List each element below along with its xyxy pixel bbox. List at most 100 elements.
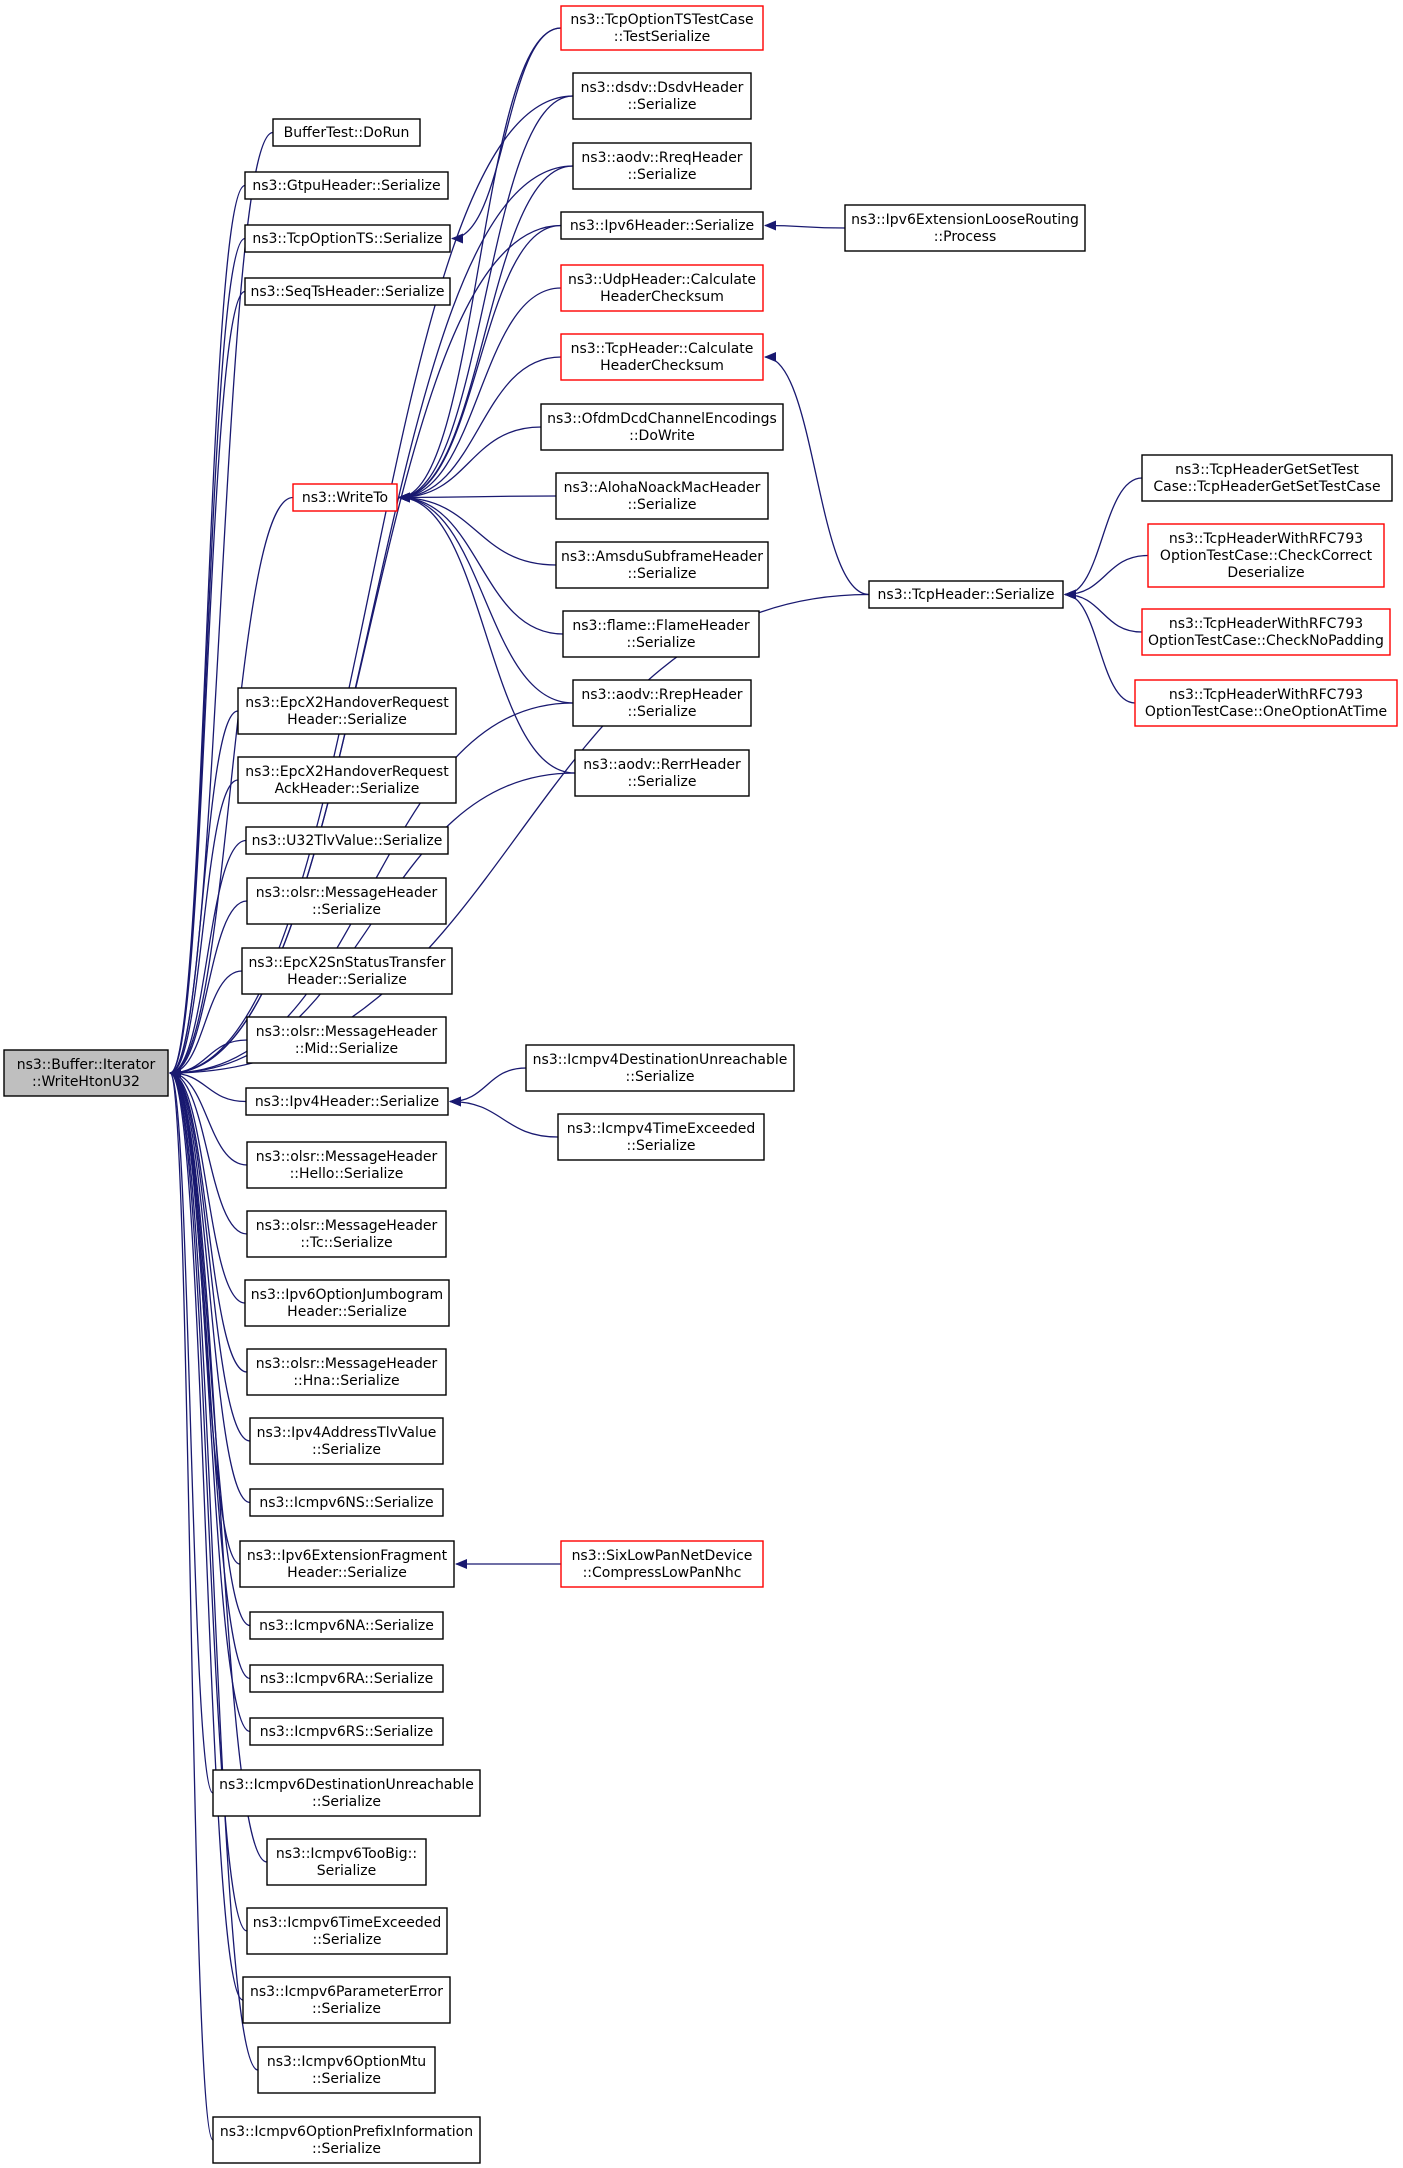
node-icmpv6ra[interactable]: ns3::Icmpv6RA::Serialize	[249, 1664, 444, 1693]
node-box-buffertest	[272, 118, 421, 147]
node-tcprfc2[interactable]: ns3::TcpHeaderWithRFC793OptionTestCase::…	[1141, 608, 1391, 656]
node-tcpopttstest[interactable]: ns3::TcpOptionTSTestCase::TestSerialize	[560, 5, 764, 51]
node-label-ipv6frag-line-2: Header::Serialize	[287, 1565, 407, 1581]
node-tcphdr[interactable]: ns3::TcpHeader::Serialize	[868, 580, 1064, 609]
node-label-icmpv6du-line-2: ::Serialize	[312, 1794, 381, 1810]
node-aloha[interactable]: ns3::AlohaNoackMacHeader::Serialize	[555, 472, 769, 520]
node-box-icmpv6te	[246, 1907, 448, 1955]
node-label-epchoack-line-2: AckHeader::Serialize	[275, 781, 420, 797]
node-box-epcho	[237, 687, 457, 735]
node-olsrtc[interactable]: ns3::olsr::MessageHeader::Tc::Serialize	[246, 1210, 447, 1258]
node-label-tcpoptionts-line-1: ns3::TcpOptionTS::Serialize	[252, 231, 442, 247]
edge-flame-to-writeto	[398, 492, 564, 635]
node-writeto[interactable]: ns3::WriteTo	[292, 483, 398, 512]
node-ofdm[interactable]: ns3::OfdmDcdChannelEncodings::DoWrite	[540, 403, 784, 451]
node-label-tcprfc1-line-1: ns3::TcpHeaderWithRFC793	[1169, 531, 1363, 547]
node-label-aodvrreq-line-1: ns3::aodv::RreqHeader	[581, 150, 742, 166]
node-tcpoptionts[interactable]: ns3::TcpOptionTS::Serialize	[244, 224, 451, 253]
node-label-epcho-line-2: Header::Serialize	[287, 712, 407, 728]
node-seqts[interactable]: ns3::SeqTsHeader::Serialize	[244, 277, 451, 306]
node-label-flame-line-1: ns3::flame::FlameHeader	[572, 618, 750, 634]
node-label-udpcsum-line-1: ns3::UdpHeader::Calculate	[568, 272, 756, 288]
node-box-tcphdr	[868, 580, 1064, 609]
node-label-writeto-line-1: ns3::WriteTo	[302, 490, 388, 506]
node-label-ipv4addrtlv-line-1: ns3::Ipv4AddressTlvValue	[257, 1425, 437, 1441]
node-label-tcprfc3-line-1: ns3::TcpHeaderWithRFC793	[1169, 687, 1363, 703]
node-ipv6jumbo[interactable]: ns3::Ipv6OptionJumbogramHeader::Serializ…	[244, 1279, 450, 1327]
edge-olsrmsg-to-root	[169, 900, 248, 1078]
node-icmpv6rs[interactable]: ns3::Icmpv6RS::Serialize	[249, 1717, 444, 1746]
node-box-olsrtc	[246, 1210, 447, 1258]
node-olsrhello[interactable]: ns3::olsr::MessageHeader::Hello::Seriali…	[246, 1141, 447, 1189]
node-box-amsdu	[555, 541, 769, 589]
node-ipv6hdr[interactable]: ns3::Ipv6Header::Serialize	[560, 211, 764, 240]
node-dsdv[interactable]: ns3::dsdv::DsdvHeader::Serialize	[572, 72, 752, 120]
edge-dsdv-to-root	[169, 95, 574, 1078]
node-epchoack[interactable]: ns3::EpcX2HandoverRequestAckHeader::Seri…	[237, 756, 457, 804]
node-ipv6loose[interactable]: ns3::Ipv6ExtensionLooseRouting::Process	[844, 204, 1086, 252]
node-box-olsrhna	[246, 1348, 447, 1396]
node-icmpv4te[interactable]: ns3::Icmpv4TimeExceeded::Serialize	[557, 1113, 765, 1161]
node-label-aodvrrep-line-2: ::Serialize	[628, 704, 697, 720]
node-label-epchoack-line-1: ns3::EpcX2HandoverRequest	[245, 764, 449, 780]
node-icmpv4du[interactable]: ns3::Icmpv4DestinationUnreachable::Seria…	[525, 1044, 795, 1092]
node-icmpv6te[interactable]: ns3::Icmpv6TimeExceeded::Serialize	[246, 1907, 448, 1955]
node-sixlowpan[interactable]: ns3::SixLowPanNetDevice::CompressLowPanN…	[560, 1540, 764, 1588]
node-box-aodvrerr	[574, 749, 750, 797]
node-label-aloha-line-2: ::Serialize	[628, 497, 697, 513]
node-olsrmid[interactable]: ns3::olsr::MessageHeader::Mid::Serialize	[246, 1016, 447, 1064]
node-box-icmpv6pi	[212, 2116, 481, 2164]
node-icmpv6pi[interactable]: ns3::Icmpv6OptionPrefixInformation::Seri…	[212, 2116, 481, 2164]
node-label-olsrhello-line-1: ns3::olsr::MessageHeader	[256, 1149, 438, 1165]
node-icmpv6na[interactable]: ns3::Icmpv6NA::Serialize	[249, 1611, 444, 1640]
node-icmpv6pe[interactable]: ns3::Icmpv6ParameterError::Serialize	[242, 1976, 451, 2024]
node-aodvrrep[interactable]: ns3::aodv::RrepHeader::Serialize	[572, 679, 752, 727]
node-label-tcpcsum-line-1: ns3::TcpHeader::Calculate	[571, 341, 754, 357]
node-label-olsrtc-line-2: ::Tc::Serialize	[300, 1235, 392, 1251]
node-icmpv6mtu[interactable]: ns3::Icmpv6OptionMtu::Serialize	[257, 2046, 436, 2094]
node-tcpgetset[interactable]: ns3::TcpHeaderGetSetTestCase::TcpHeaderG…	[1141, 454, 1393, 502]
node-label-sixlowpan-line-2: ::CompressLowPanNhc	[583, 1565, 742, 1581]
node-label-ipv6jumbo-line-2: Header::Serialize	[287, 1304, 407, 1320]
edge-tcpopttstest-to-writeto	[398, 27, 562, 503]
node-root: ns3::Buffer::Iterator::WriteHtonU32	[3, 1049, 169, 1097]
node-label-ipv6jumbo-line-1: ns3::Ipv6OptionJumbogram	[251, 1287, 443, 1303]
node-tcprfc3[interactable]: ns3::TcpHeaderWithRFC793OptionTestCase::…	[1134, 679, 1398, 727]
node-olsrhna[interactable]: ns3::olsr::MessageHeader::Hna::Serialize	[246, 1348, 447, 1396]
node-gtpu[interactable]: ns3::GtpuHeader::Serialize	[244, 171, 449, 200]
node-box-olsrmsg	[246, 877, 447, 925]
node-label-icmpv4du-line-2: ::Serialize	[626, 1069, 695, 1085]
node-u32tlv[interactable]: ns3::U32TlvValue::Serialize	[245, 826, 449, 855]
edge-aloha-to-writeto	[398, 492, 557, 503]
node-tcprfc1[interactable]: ns3::TcpHeaderWithRFC793OptionTestCase::…	[1147, 523, 1385, 588]
node-box-icmpv6ra	[249, 1664, 444, 1693]
edge-icmpv6pi-to-root	[169, 1068, 214, 2141]
node-label-icmpv4te-line-2: ::Serialize	[627, 1138, 696, 1154]
node-ipv4addrtlv[interactable]: ns3::Ipv4AddressTlvValue::Serialize	[249, 1417, 444, 1465]
node-icmpv6ns[interactable]: ns3::Icmpv6NS::Serialize	[249, 1488, 444, 1517]
node-label-icmpv4te-line-1: ns3::Icmpv4TimeExceeded	[567, 1121, 756, 1137]
node-ipv6frag[interactable]: ns3::Ipv6ExtensionFragmentHeader::Serial…	[239, 1540, 455, 1588]
node-epcsn[interactable]: ns3::EpcX2SnStatusTransferHeader::Serial…	[241, 947, 453, 995]
node-box-aodvrreq	[572, 142, 752, 190]
node-label-icmpv6du-line-1: ns3::Icmpv6DestinationUnreachable	[219, 1777, 474, 1793]
node-label-icmpv6ra-line-1: ns3::Icmpv6RA::Serialize	[260, 1671, 433, 1687]
node-box-icmpv4du	[525, 1044, 795, 1092]
node-flame[interactable]: ns3::flame::FlameHeader::Serialize	[562, 610, 760, 658]
node-olsrmsg[interactable]: ns3::olsr::MessageHeader::Serialize	[246, 877, 447, 925]
edge-icmpv4te-to-ipv4hdr	[449, 1096, 559, 1138]
node-buffertest[interactable]: BufferTest::DoRun	[272, 118, 421, 147]
node-aodvrreq[interactable]: ns3::aodv::RreqHeader::Serialize	[572, 142, 752, 190]
node-icmpv6tb[interactable]: ns3::Icmpv6TooBig::Serialize	[266, 1838, 427, 1886]
node-amsdu[interactable]: ns3::AmsduSubframeHeader::Serialize	[555, 541, 769, 589]
node-icmpv6du[interactable]: ns3::Icmpv6DestinationUnreachable::Seria…	[212, 1769, 481, 1817]
node-epcho[interactable]: ns3::EpcX2HandoverRequestHeader::Seriali…	[237, 687, 457, 735]
node-box-ipv6frag	[239, 1540, 455, 1588]
node-box-ofdm	[540, 403, 784, 451]
node-aodvrerr[interactable]: ns3::aodv::RerrHeader::Serialize	[574, 749, 750, 797]
node-box-tcprfc1	[1147, 523, 1385, 588]
node-ipv4hdr[interactable]: ns3::Ipv4Header::Serialize	[245, 1087, 449, 1116]
nodes-layer: ns3::Buffer::Iterator::WriteHtonU32 Buffe…	[3, 5, 1398, 2164]
